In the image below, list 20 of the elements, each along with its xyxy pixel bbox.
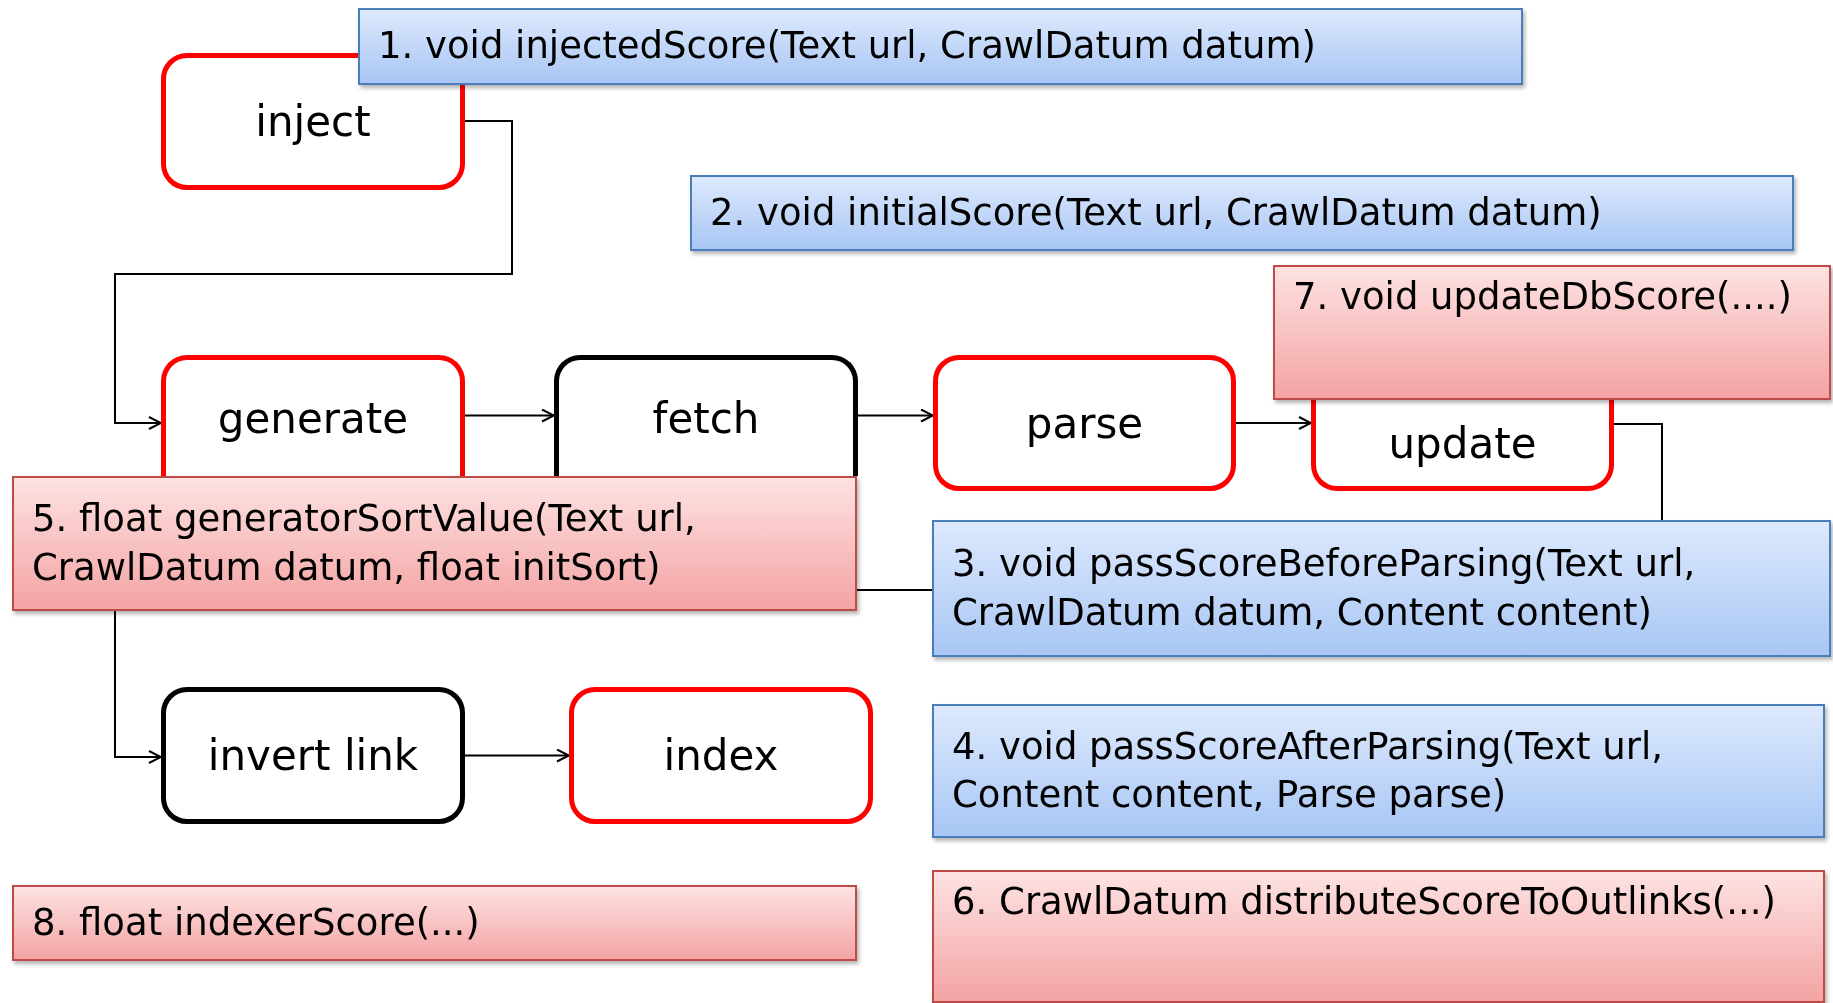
process-box: parse bbox=[933, 355, 1236, 491]
method-note: 4. void passScoreAfterParsing(Text url, Content content, Parse parse) bbox=[932, 704, 1825, 838]
process-box: fetch bbox=[554, 355, 858, 476]
method-note: 5. float generatorSortValue(Text url, CrawlDatum datum, float initSort) bbox=[12, 476, 857, 611]
arrow bbox=[114, 610, 162, 764]
method-note: 3. void passScoreBeforeParsing(Text url, CrawlDatum datum, Content content) bbox=[932, 520, 1831, 657]
method-note: 7. void updateDbScore(....) bbox=[1273, 265, 1831, 400]
arrow bbox=[1235, 416, 1312, 430]
arrow bbox=[464, 748, 570, 763]
process-box: update bbox=[1311, 400, 1614, 491]
process-box: generate bbox=[161, 355, 465, 476]
arrow bbox=[114, 120, 513, 430]
process-box: index bbox=[569, 687, 873, 824]
arrow bbox=[857, 408, 934, 423]
method-note: 6. CrawlDatum distributeScoreToOutlinks(...) bbox=[932, 870, 1825, 1003]
method-note: 2. void initialScore(Text url, CrawlDatum datum) bbox=[690, 175, 1794, 251]
arrow bbox=[464, 408, 555, 423]
method-note: 8. float indexerScore(...) bbox=[12, 885, 857, 961]
process-box: invert link bbox=[161, 687, 465, 824]
method-note: 1. void injectedScore(Text url, CrawlDatum datum) bbox=[358, 8, 1523, 85]
